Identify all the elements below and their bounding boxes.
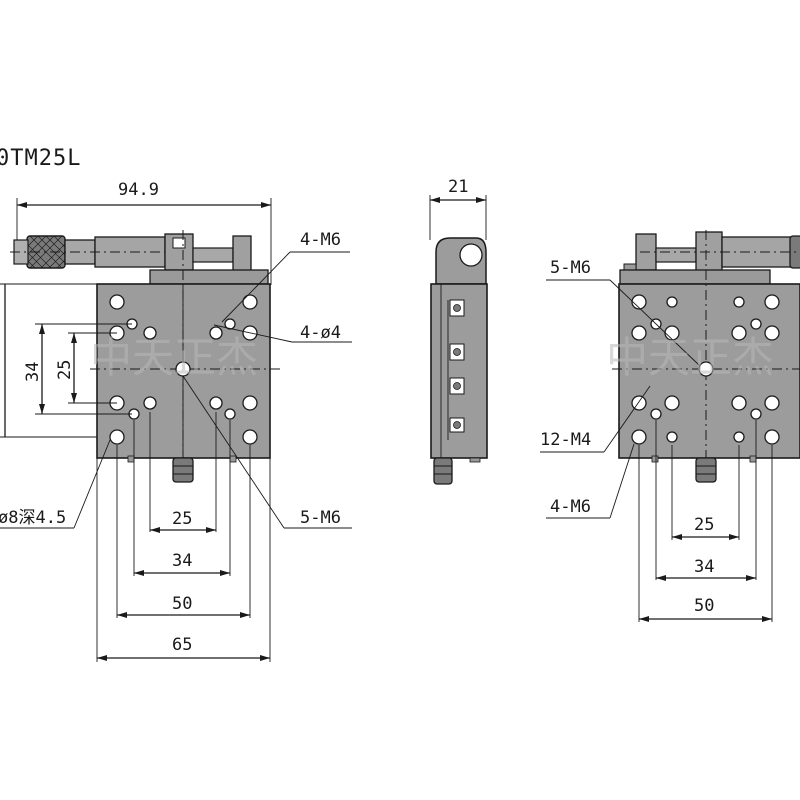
top-callout-12-m4: 12-M4 xyxy=(540,430,591,450)
model-label: 0TM25L xyxy=(0,146,81,171)
top-callout-5-m6: 5-M6 xyxy=(550,258,591,278)
dim-w25: 25 xyxy=(172,509,192,529)
watermark-left: 中天正杰 xyxy=(90,333,258,382)
dim-h34: 34 xyxy=(23,362,43,382)
top-dim-w25: 25 xyxy=(694,515,714,535)
dim-side-width: 21 xyxy=(448,177,468,197)
callout-4-dia4: 4-ø4 xyxy=(300,323,341,343)
front-view: 94.9 xyxy=(0,180,352,662)
top-dim-w50: 50 xyxy=(694,596,714,616)
top-callout-4-m6: 4-M6 xyxy=(550,497,591,517)
watermark-right: 中天正杰 xyxy=(606,333,774,382)
dim-overall-width: 94.9 xyxy=(118,180,159,200)
callout-dia8-depth: ø8深4.5 xyxy=(0,508,66,528)
dim-h25: 25 xyxy=(55,360,75,380)
dim-w34: 34 xyxy=(172,551,192,571)
locking-knob xyxy=(172,457,194,483)
callout-5-m6: 5-M6 xyxy=(300,508,341,528)
top-dim-w34: 34 xyxy=(694,557,714,577)
dim-w50: 50 xyxy=(172,594,192,614)
side-view: 21 xyxy=(429,177,488,485)
callout-4-m6: 4-M6 xyxy=(300,230,341,250)
dim-w65: 65 xyxy=(172,635,192,655)
top-holes xyxy=(631,294,780,445)
front-holes xyxy=(109,294,258,445)
top-view: 25 34 50 5-M6 12-M4 4-M6 xyxy=(540,230,800,622)
